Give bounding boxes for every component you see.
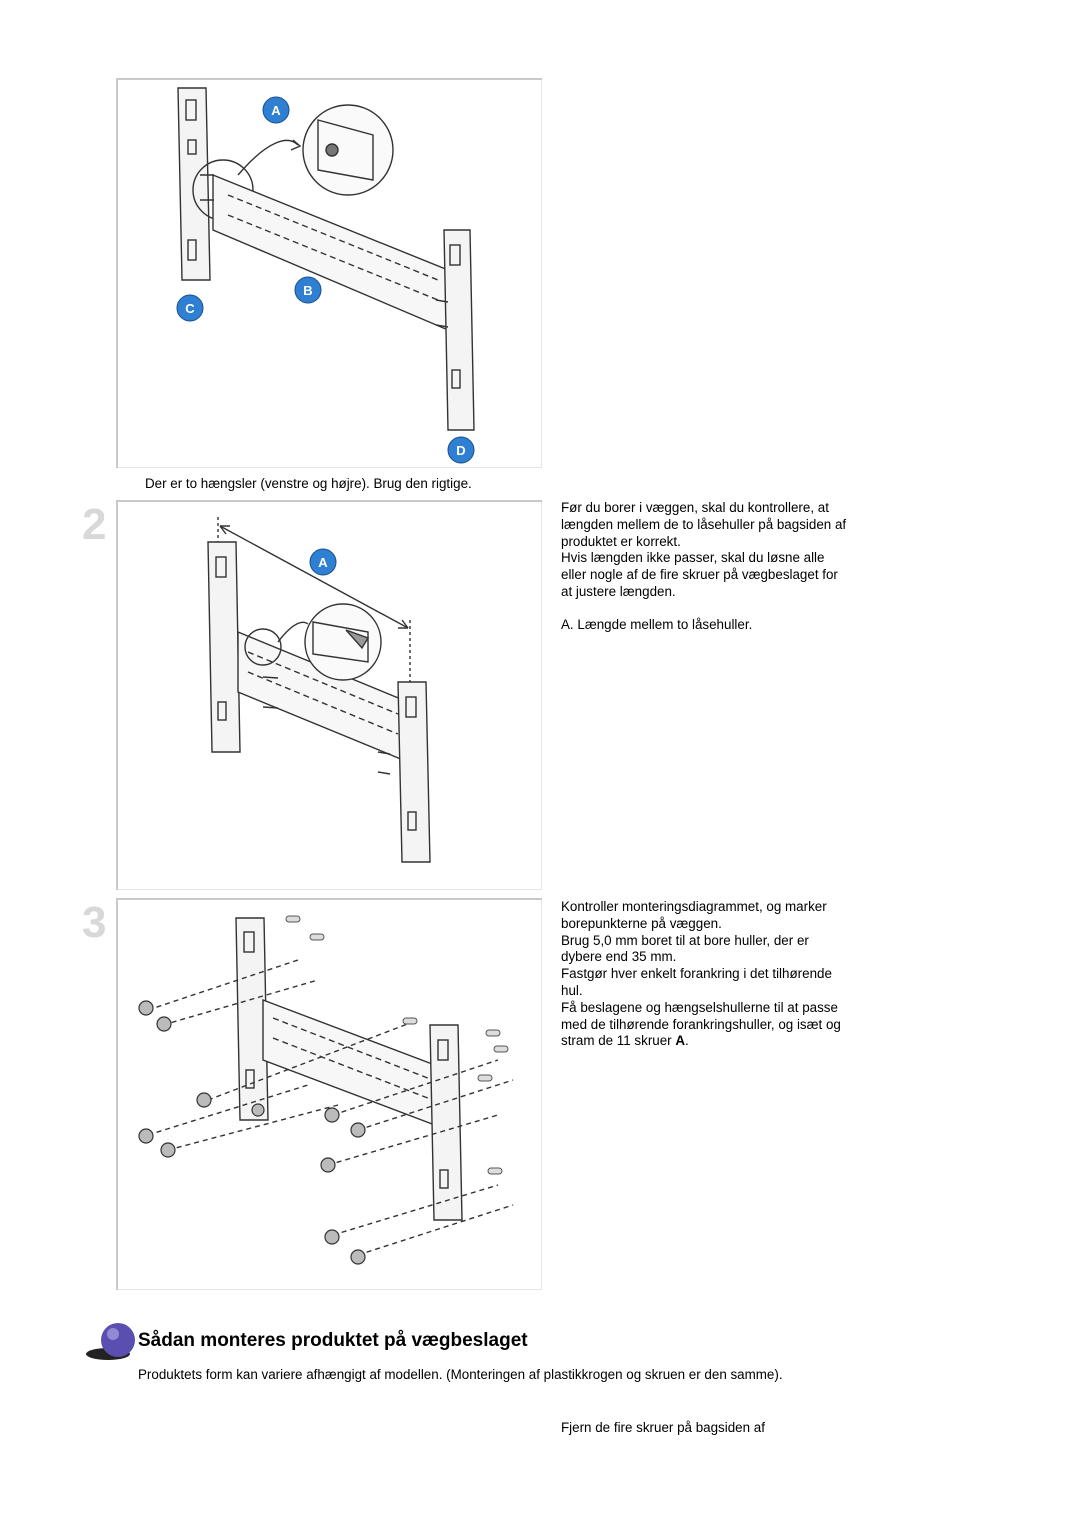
bracket-diagram-2: A — [207, 517, 431, 863]
callout-d-icon: D — [447, 436, 475, 464]
callout-a-icon: A — [309, 548, 337, 576]
figure-1-caption: Der er to hængsler (venstre og højre). B… — [145, 476, 472, 491]
bracket-figure-2: A — [116, 500, 542, 890]
callout-c-icon: C — [176, 294, 204, 322]
svg-text:D: D — [456, 443, 465, 458]
screw-label: A — [675, 1033, 686, 1049]
section-intro: Produktets form kan variere afhængigt af… — [138, 1367, 783, 1382]
step-3-text: Kontroller monteringsdiagrammet, og mark… — [561, 899, 841, 1049]
screw-diagram — [138, 915, 514, 1265]
section-sphere-icon — [82, 1320, 138, 1362]
bracket-diagram-1: A B C D — [176, 87, 475, 464]
callout-b-icon: B — [294, 276, 322, 304]
bracket-figure-1: A B C D — [116, 78, 542, 468]
step-2-note: A. Længde mellem to låsehuller. — [561, 617, 753, 632]
step-2-instructions: Før du borer i væggen, skal du kontrolle… — [561, 500, 847, 599]
svg-text:A: A — [271, 103, 281, 118]
section-title: Sådan monteres produktet på vægbeslaget — [138, 1330, 528, 1351]
step-3-instructions: Kontroller monteringsdiagrammet, og mark… — [561, 899, 901, 1050]
callout-a-icon: A — [262, 96, 290, 124]
step-number-3: 3 — [82, 898, 107, 947]
svg-text:A: A — [318, 555, 328, 570]
svg-text:B: B — [303, 283, 312, 298]
section-step-text: Fjern de fire skruer på bagsiden af — [561, 1420, 765, 1435]
bracket-figure-3 — [116, 898, 542, 1290]
step-number-2: 2 — [82, 500, 107, 549]
svg-text:C: C — [185, 301, 195, 316]
step-3-end: . — [685, 1033, 689, 1049]
